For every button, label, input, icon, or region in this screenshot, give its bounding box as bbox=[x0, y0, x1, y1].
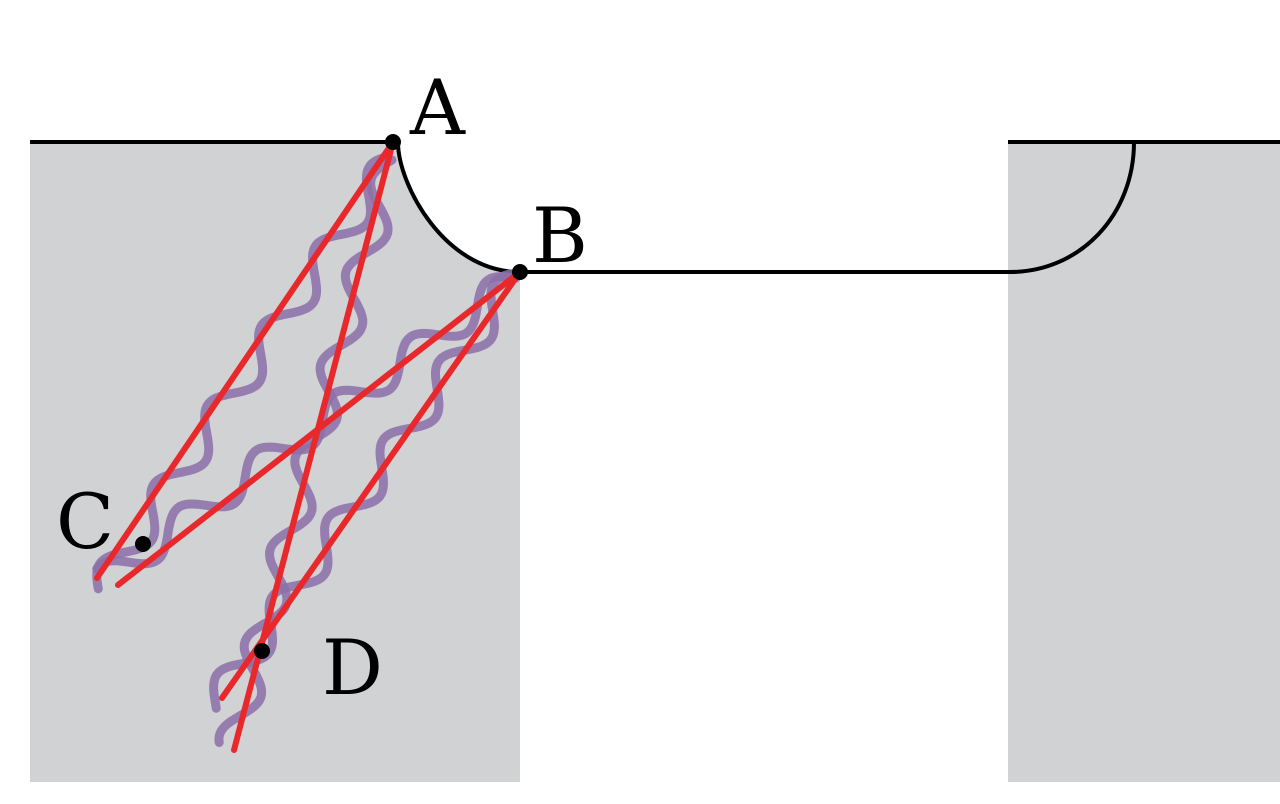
point-d bbox=[254, 643, 270, 659]
label-d: D bbox=[322, 623, 383, 712]
wave-path-a-c bbox=[92, 152, 392, 594]
point-a bbox=[385, 134, 401, 150]
right-material-block bbox=[1008, 142, 1280, 782]
label-b: B bbox=[532, 191, 588, 280]
ray-a-c bbox=[94, 139, 396, 581]
point-b bbox=[512, 264, 528, 280]
notch-cut bbox=[398, 142, 520, 272]
point-c bbox=[135, 536, 151, 552]
label-a: A bbox=[409, 63, 466, 152]
ray-b-c bbox=[115, 269, 523, 588]
label-c: C bbox=[56, 477, 114, 566]
ray-b-d bbox=[219, 269, 523, 701]
surface-curve-right bbox=[1009, 141, 1136, 274]
surface-curve-left bbox=[396, 141, 521, 274]
